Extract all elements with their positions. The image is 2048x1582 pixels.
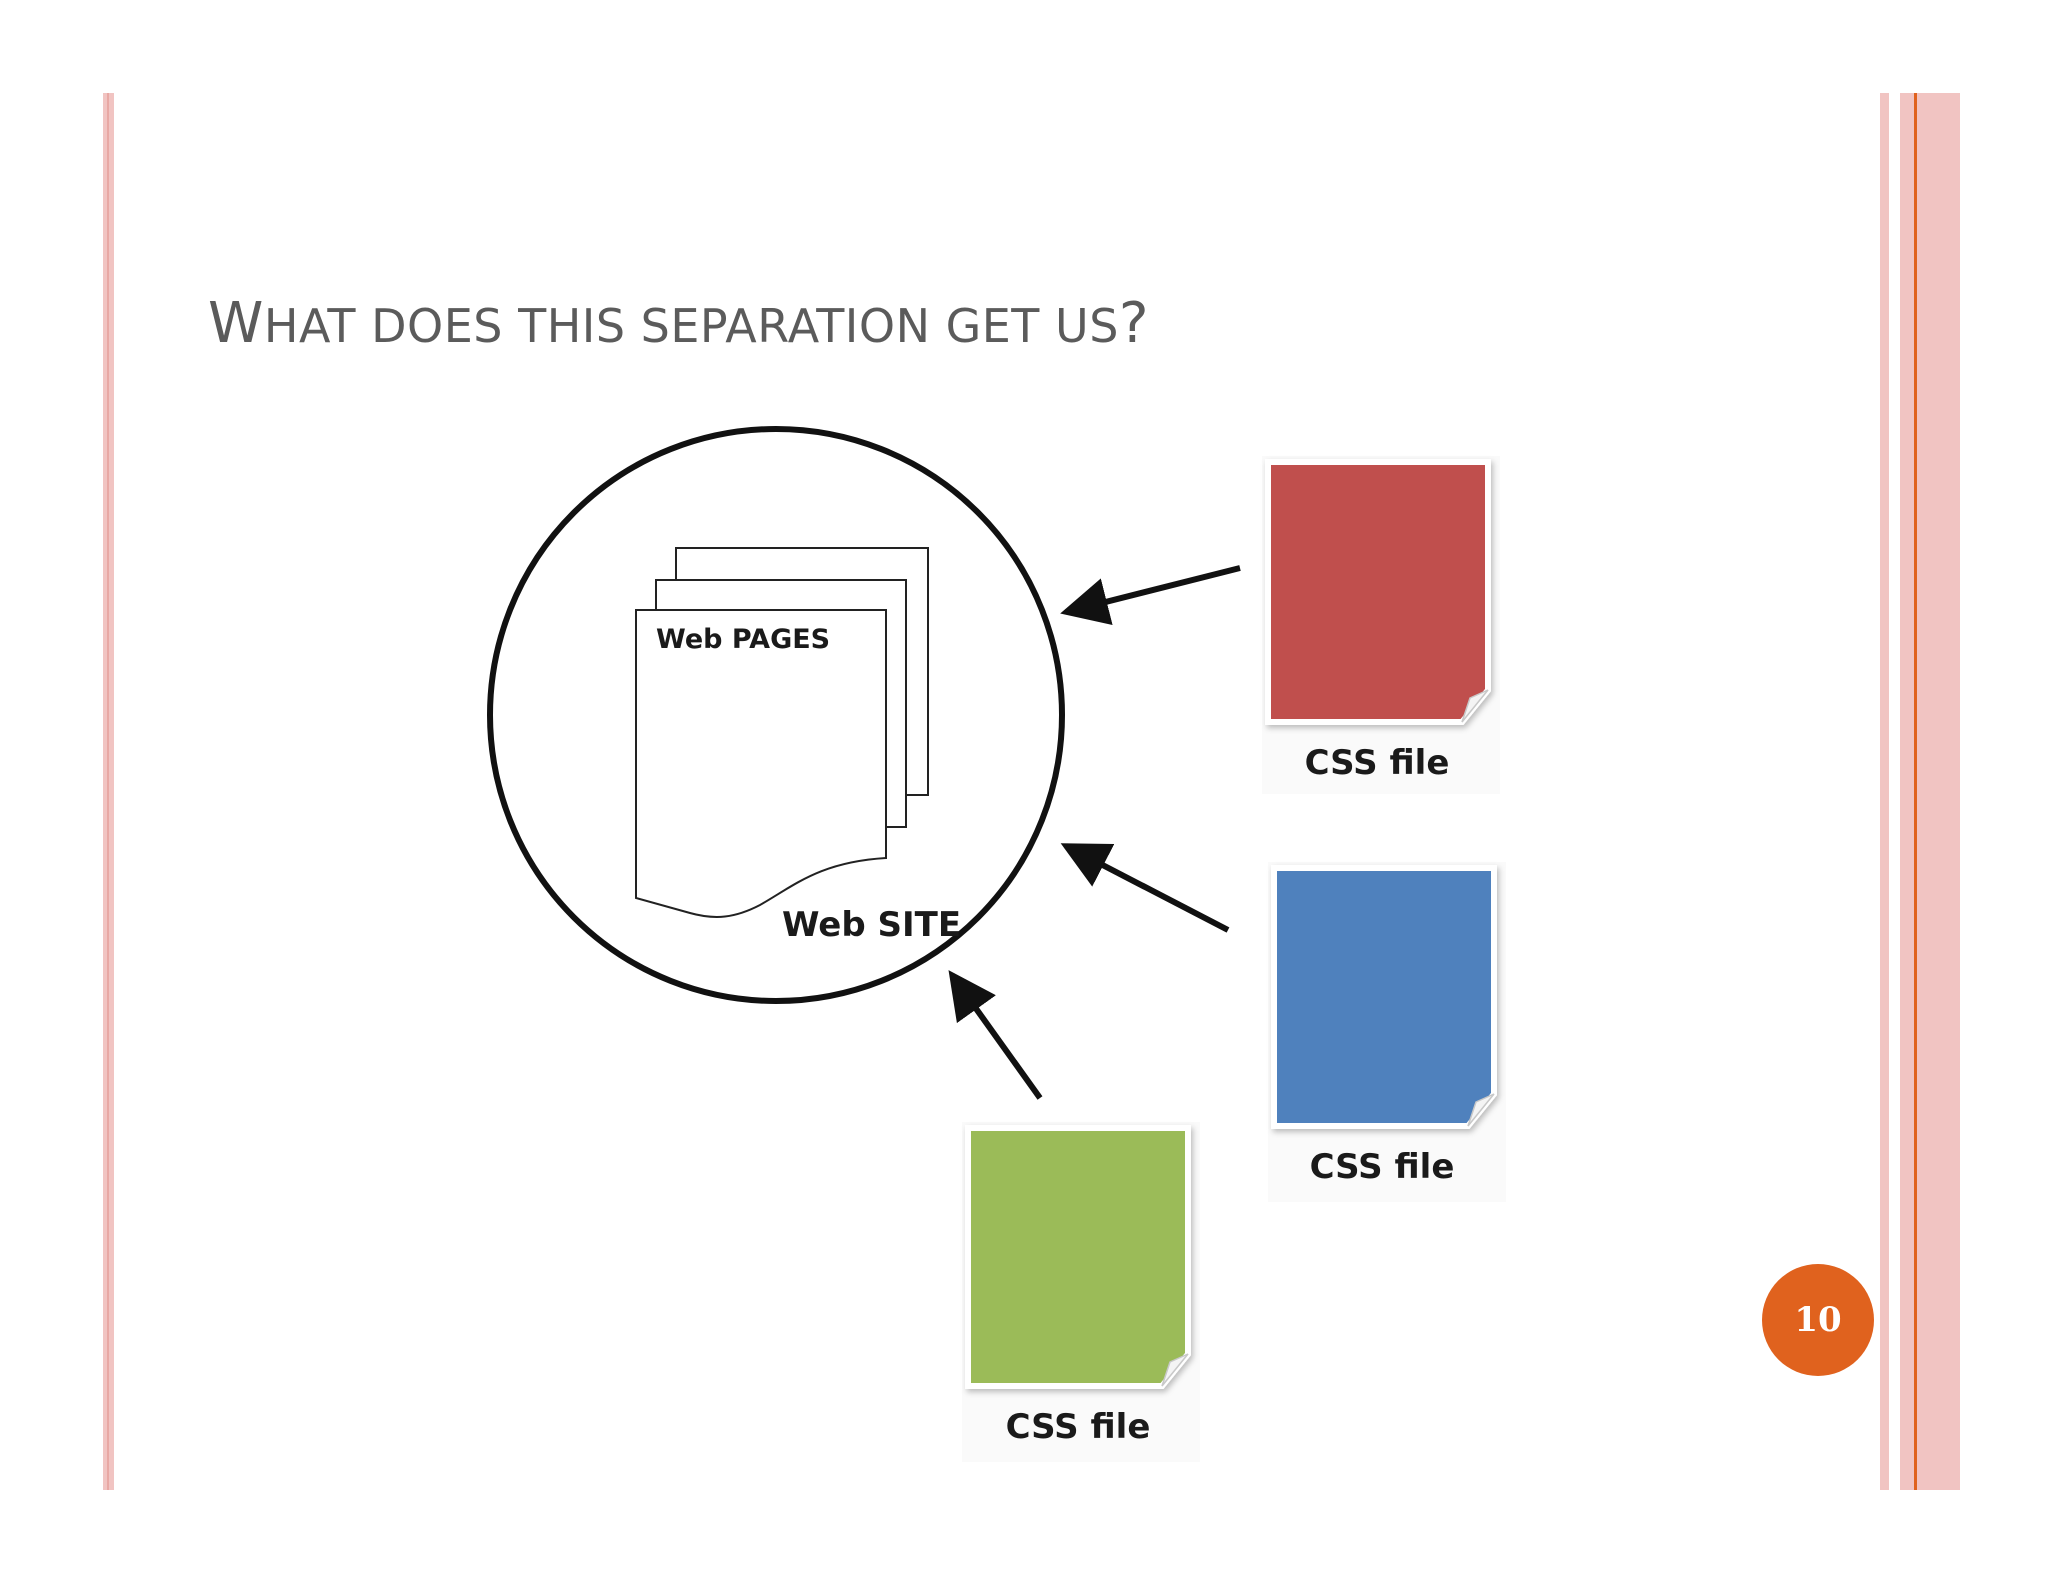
css-doc-blue-fold [1467, 1093, 1495, 1127]
arrow-from-blue-css [1060, 843, 1230, 933]
web-page-front [635, 609, 887, 918]
css-doc-red [1265, 459, 1491, 725]
web-site-label: Web SITE [782, 905, 961, 945]
page-number-badge: 10 [1762, 1264, 1874, 1376]
css-file-green: CSS file [962, 1122, 1200, 1462]
css-doc-green-fold [1161, 1353, 1189, 1387]
css-doc-blue [1271, 865, 1497, 1129]
left-border-line [107, 93, 109, 1490]
web-pages-stack: Web PAGES [635, 547, 929, 918]
title-rest: HAT DOES THIS SEPARATION GET US [263, 299, 1119, 353]
web-pages-label: Web PAGES [656, 624, 830, 655]
css-file-red: CSS file [1262, 456, 1500, 794]
title-initial: W [208, 291, 264, 356]
page-number: 10 [1794, 1300, 1842, 1340]
css-doc-red-fold [1461, 689, 1489, 723]
css-file-blue: CSS file [1268, 862, 1506, 1202]
css-file-green-label: CSS file [1006, 1407, 1151, 1447]
right-border-stripe-wide [1900, 93, 1960, 1490]
right-border-stripe-thin [1880, 93, 1889, 1490]
css-file-blue-label: CSS file [1310, 1147, 1455, 1187]
right-border-accent-line [1914, 93, 1917, 1490]
title-end: ? [1118, 291, 1150, 356]
slide-title: WHAT DOES THIS SEPARATION GET US? [208, 296, 1149, 352]
arrow-from-green-css [948, 970, 1043, 1100]
css-file-red-label: CSS file [1305, 743, 1450, 783]
css-doc-green [965, 1125, 1191, 1389]
arrow-from-red-css [1060, 565, 1241, 625]
